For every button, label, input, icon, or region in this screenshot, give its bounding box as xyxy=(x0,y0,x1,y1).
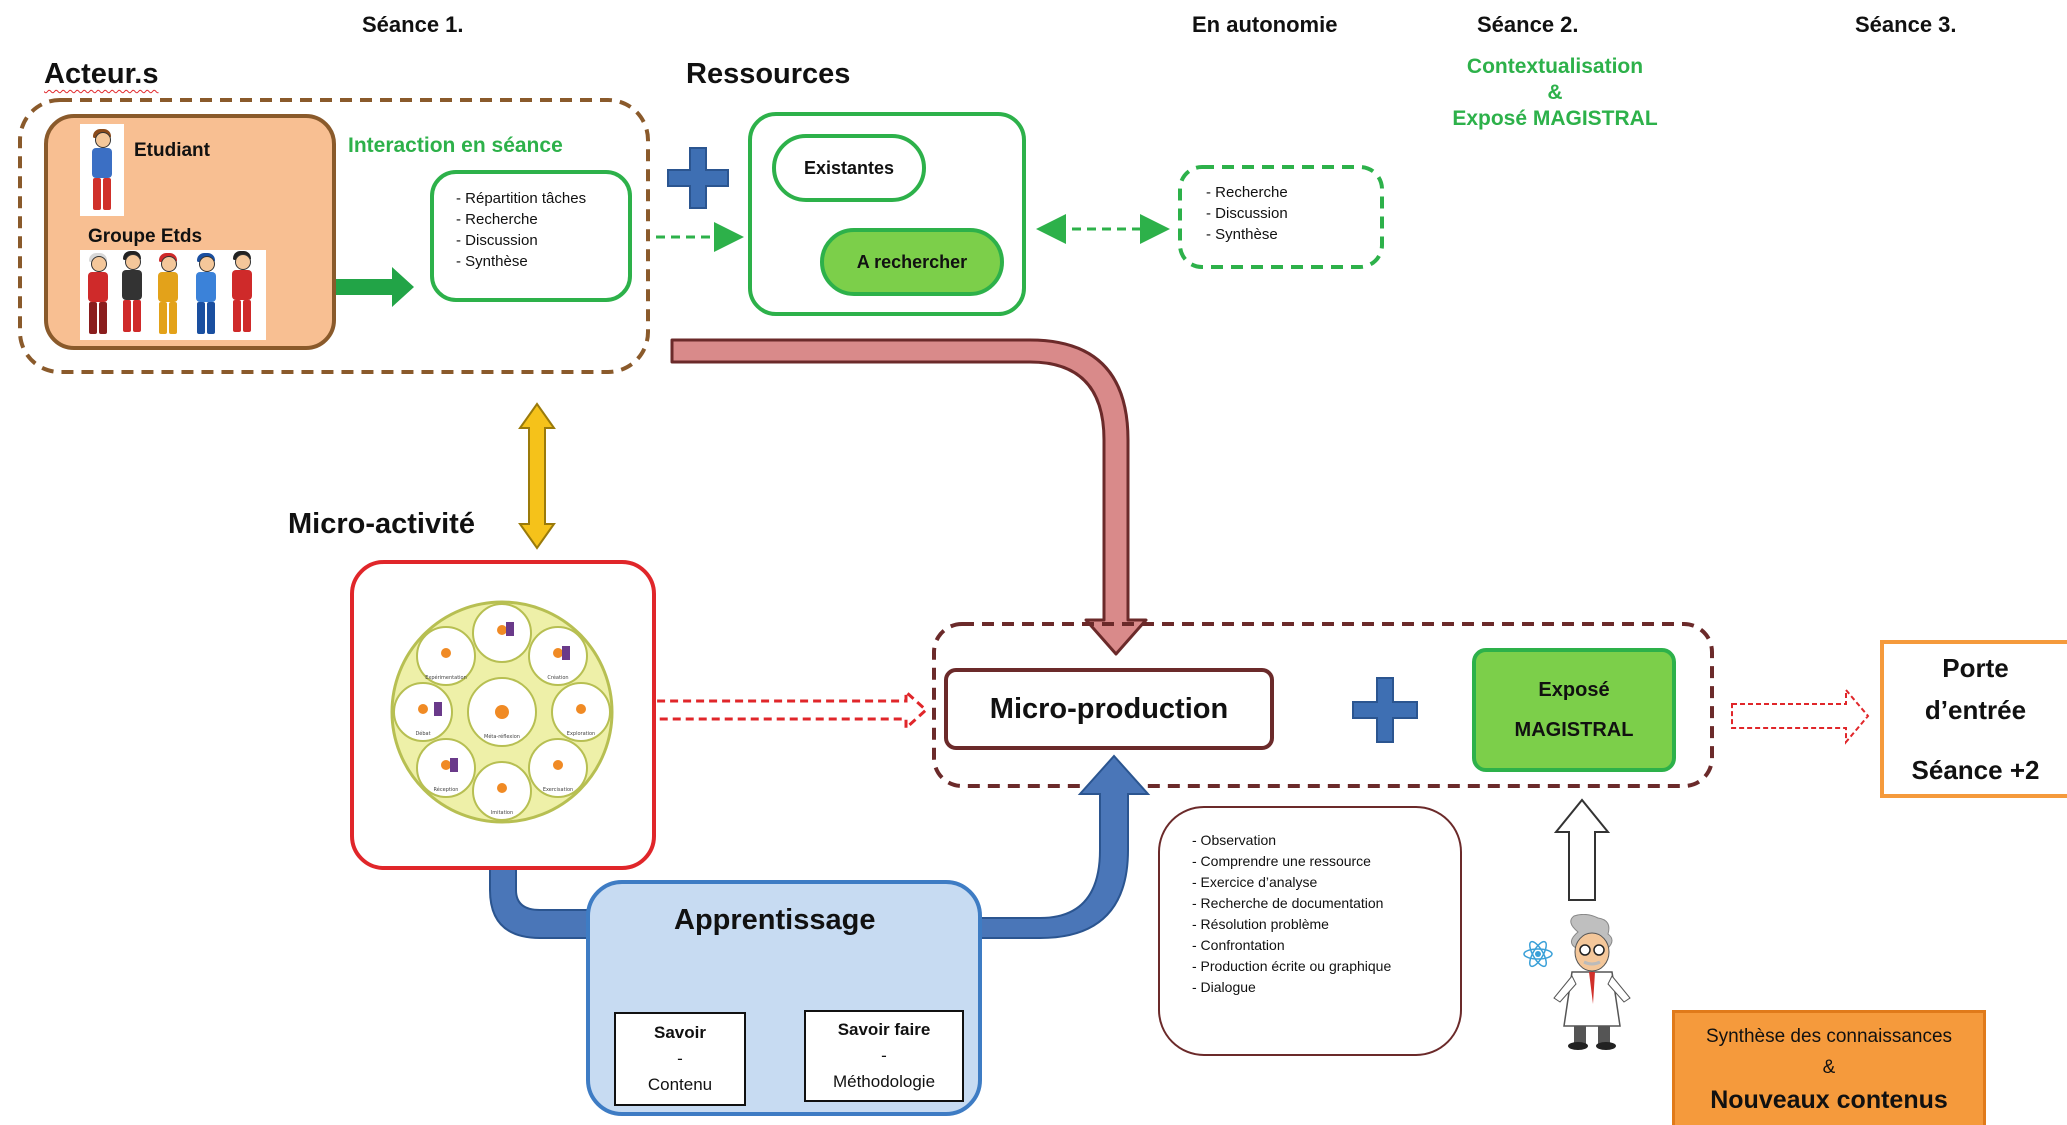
apprentissage-title: Apprentissage xyxy=(674,904,876,936)
acteurs-group-frame xyxy=(18,98,650,374)
professor-expose-arrow xyxy=(1553,798,1611,901)
seance2-sub-line2: & xyxy=(1547,81,1563,104)
ressources-title: Ressources xyxy=(686,58,851,90)
porte-box: Porte d’entrée Séance +2 xyxy=(1880,640,2067,798)
synthese-line3: Nouveaux contenus xyxy=(1710,1086,1948,1114)
a-rechercher-pill: A rechercher xyxy=(820,228,1004,296)
savoir-faire-line3: Méthodologie xyxy=(832,1072,936,1091)
expose-line1: Exposé xyxy=(1538,679,1610,701)
savoir-box: Savoir - Contenu xyxy=(614,1012,746,1106)
autonomie-item: - Recherche xyxy=(1206,184,1288,201)
etudiant-figure xyxy=(80,124,124,216)
professor-icon xyxy=(1523,914,1631,1050)
wheel-label: Expérimentation xyxy=(425,674,467,681)
activity-item: - Confrontation xyxy=(1192,937,1285,953)
seance2-sub-line3: Exposé MAGISTRAL xyxy=(1452,107,1658,130)
interaction-list: - Répartition tâches - Recherche - Discu… xyxy=(456,188,586,272)
porte-line2: d’entrée xyxy=(1924,695,2027,725)
activity-item: - Production écrite ou graphique xyxy=(1192,958,1392,974)
activity-wheel: Expérimentation Création Exploration Exe… xyxy=(390,600,614,824)
header-autonomie: En autonomie xyxy=(1192,12,1338,37)
micro-production-box: Micro-production xyxy=(944,668,1274,750)
plus-icon-1 xyxy=(667,147,729,209)
interaction-box xyxy=(430,170,632,302)
interaction-item: - Discussion xyxy=(456,232,538,249)
wheel-label: Exploration xyxy=(567,731,595,737)
seance2-sub-line1: Contextualisation xyxy=(1466,55,1644,78)
interaction-item: - Répartition tâches xyxy=(456,190,587,207)
expose-line2: MAGISTRAL xyxy=(1514,719,1634,741)
synthese-line2: & xyxy=(1822,1057,1836,1078)
header-seance2: Séance 2. xyxy=(1477,12,1579,37)
acteurs-microactivite-arrow xyxy=(518,402,556,550)
wheel-label: Réception xyxy=(434,786,459,793)
wheel-label: Imitation xyxy=(491,810,513,816)
porte-line3: Séance +2 xyxy=(1911,755,2040,785)
autonomie-list: - Recherche - Discussion - Synthèse xyxy=(1206,182,1288,245)
micro-activite-title: Micro-activité xyxy=(288,508,475,540)
savoir-line2: - xyxy=(677,1049,683,1068)
header-seance3: Séance 3. xyxy=(1855,12,1957,37)
savoir-faire-line2: - xyxy=(881,1046,887,1065)
seance2-subtitle: Contextualisation & Exposé MAGISTRAL xyxy=(1440,54,1670,132)
expose-box: Exposé MAGISTRAL xyxy=(1472,648,1676,772)
savoir-line3: Contenu xyxy=(647,1075,713,1094)
interaction-title: Interaction en séance xyxy=(348,134,563,157)
wheel-label: Exercisation xyxy=(543,787,573,793)
interaction-item: - Recherche xyxy=(456,211,538,228)
autonomie-box xyxy=(1178,165,1384,269)
activity-item: - Résolution problème xyxy=(1192,916,1329,932)
wheel-label: Méta-réflexion xyxy=(484,733,520,740)
activity-item: - Exercice d’analyse xyxy=(1192,874,1318,890)
groupe-label: Groupe Etds xyxy=(88,226,203,247)
activity-item: - Comprendre une ressource xyxy=(1192,853,1371,869)
groupe-figures xyxy=(80,250,266,340)
savoir-line1: Savoir xyxy=(654,1023,706,1042)
synthese-box: Synthèse des connaissances & Nouveaux co… xyxy=(1672,1010,1986,1125)
porte-line1: Porte xyxy=(1942,653,2009,683)
production-group-frame xyxy=(932,622,1714,788)
interaction-item: - Synthèse xyxy=(456,253,528,270)
plus-icon-2 xyxy=(1352,677,1418,743)
activities-list: - Observation - Comprendre une ressource… xyxy=(1192,830,1391,998)
activity-item: - Observation xyxy=(1192,832,1277,848)
savoir-faire-box: Savoir faire - Méthodologie xyxy=(804,1010,964,1102)
activities-box xyxy=(1158,806,1462,1056)
acteurs-title: Acteur.s xyxy=(44,58,159,90)
activity-item: - Dialogue xyxy=(1192,979,1256,995)
autonomie-item: - Discussion xyxy=(1206,205,1288,222)
groupe-interaction-arrow xyxy=(278,267,414,307)
activite-production-arrow xyxy=(631,688,929,732)
existantes-pill: Existantes xyxy=(772,134,926,202)
acteurs-production-arrow xyxy=(670,338,1148,656)
wheel-label: Débat xyxy=(415,730,430,737)
activity-item: - Recherche de documentation xyxy=(1192,895,1384,911)
synthese-line1: Synthèse des connaissances xyxy=(1705,1026,1953,1047)
ressources-box xyxy=(748,112,1026,316)
etudiant-label: Etudiant xyxy=(134,140,210,161)
autonomie-item: - Synthèse xyxy=(1206,226,1278,243)
wheel-label: Création xyxy=(547,674,568,681)
header-seance1: Séance 1. xyxy=(362,12,464,37)
production-porte-arrow xyxy=(1731,687,1870,745)
savoir-faire-line1: Savoir faire xyxy=(837,1020,931,1039)
